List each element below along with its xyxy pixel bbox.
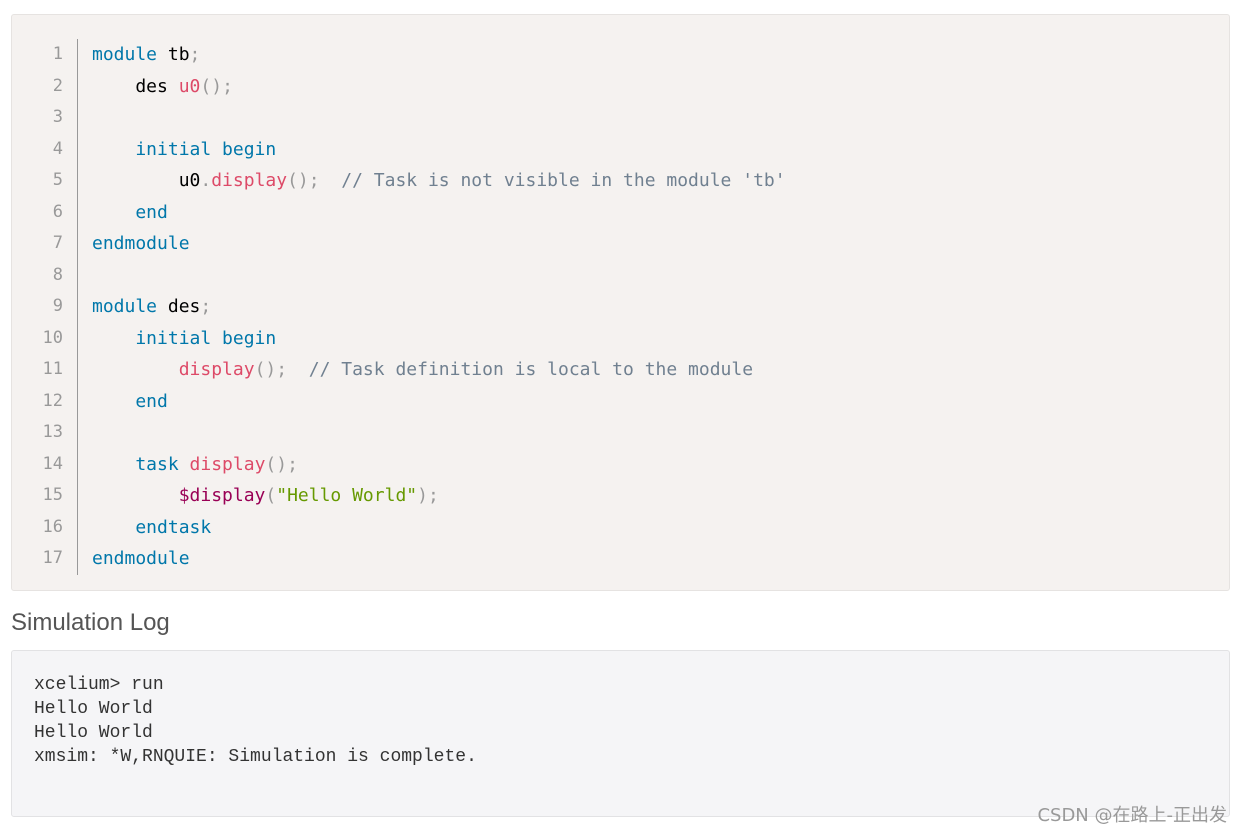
- code-line: initial begin: [92, 134, 786, 166]
- code-token: endmodule: [92, 233, 190, 254]
- code-token: .: [200, 170, 212, 191]
- line-number: 15: [42, 485, 63, 505]
- code-line: [92, 260, 786, 292]
- code-line: u0.display(); // Task is not visible in …: [92, 165, 786, 197]
- line-number: 8: [52, 264, 63, 285]
- line-number: 9: [52, 296, 63, 316]
- code-token: display: [211, 170, 288, 191]
- code-line: endmodule: [92, 228, 786, 260]
- code-line: [92, 417, 786, 449]
- code-line: task display();: [92, 449, 786, 481]
- code-token: end: [92, 201, 168, 223]
- code-line: endtask: [92, 512, 786, 544]
- code-token: module: [92, 296, 158, 317]
- line-number: 11: [42, 359, 63, 379]
- simulation-log-title: Simulation Log: [11, 609, 170, 636]
- line-number: 6: [52, 201, 63, 222]
- code-token: tb: [157, 44, 190, 65]
- line-number: 17: [42, 548, 63, 568]
- code-token: // Task definition is local to the modul…: [287, 359, 754, 380]
- line-number: 7: [52, 233, 63, 253]
- code-token: module: [92, 44, 158, 65]
- code-token: initial begin: [92, 327, 277, 349]
- code-line: endmodule: [92, 543, 786, 575]
- code-line: display(); // Task definition is local t…: [92, 354, 786, 386]
- line-number: 14: [42, 453, 63, 474]
- line-number: 2: [52, 75, 63, 96]
- log-line: xmsim: *W,RNQUIE: Simulation is complete…: [34, 747, 477, 767]
- code-line: [92, 102, 786, 134]
- code-token: "Hello World": [276, 485, 418, 506]
- code-line: $display("Hello World");: [92, 480, 786, 512]
- line-number: 4: [52, 138, 63, 159]
- code-token: initial begin: [92, 138, 277, 160]
- code-token: u0: [178, 75, 201, 97]
- log-line: Hello World: [34, 723, 153, 743]
- code-line: initial begin: [92, 323, 786, 355]
- code-token: (: [265, 485, 277, 506]
- code-token: u0: [92, 170, 201, 191]
- line-number: 1: [52, 44, 63, 64]
- code-line: module tb;: [92, 39, 786, 71]
- code-line: module des;: [92, 291, 786, 323]
- code-line: des u0();: [92, 71, 786, 103]
- code-token: end: [92, 390, 168, 412]
- code-token: ();: [287, 170, 320, 191]
- log-line: xcelium> run: [34, 675, 164, 695]
- code-token: endmodule: [92, 548, 190, 569]
- line-number: 10: [42, 327, 63, 348]
- code-token: $display: [92, 485, 266, 506]
- line-number: 12: [42, 390, 63, 411]
- line-number: 5: [52, 170, 63, 190]
- code-token: // Task is not visible in the module 'tb…: [319, 170, 786, 191]
- code-token: task: [92, 453, 190, 475]
- code-token: ;: [200, 296, 212, 317]
- code-token: );: [417, 485, 439, 506]
- code-token: ();: [265, 453, 298, 475]
- code-token: des: [157, 296, 201, 317]
- line-number: 13: [42, 422, 63, 442]
- line-number: 16: [42, 516, 63, 537]
- line-number: 3: [52, 107, 63, 127]
- code-token: ;: [189, 44, 201, 65]
- code-token: display: [189, 453, 266, 475]
- code-line: end: [92, 197, 786, 229]
- code-token: endtask: [92, 516, 212, 538]
- code-token: ();: [254, 359, 288, 380]
- watermark: CSDN @在路上-正出发: [1037, 805, 1227, 826]
- code-line: end: [92, 386, 786, 418]
- log-line: Hello World: [34, 699, 153, 719]
- code-token: des: [92, 75, 179, 97]
- code-token: ();: [200, 75, 233, 97]
- code-token: display: [92, 359, 255, 380]
- code-content[interactable]: module tb; des u0(); initial begin u0.di…: [92, 39, 786, 575]
